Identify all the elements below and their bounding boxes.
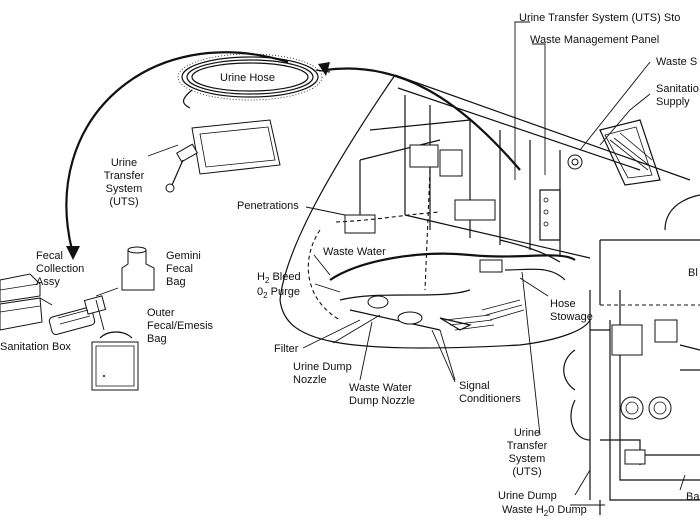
label-uts-stowage: Urine Transfer System (UTS) Sto	[519, 12, 681, 24]
waste-h-text: Waste H	[502, 504, 544, 516]
emesis-bag-icon	[91, 331, 139, 391]
label-waste-water: Waste Water	[323, 246, 386, 258]
label-filter: Filter	[274, 343, 299, 355]
label-waste-water-dump-nozzle: Waste Water Dump Nozzle	[349, 382, 416, 407]
fecal-bag-icon	[48, 295, 107, 335]
label-bl: Bl	[688, 267, 698, 279]
label-sanitation-box: Sanitation Box	[0, 341, 71, 353]
label-gemini-fecal-bag: Gemini Fecal Bag	[166, 250, 201, 288]
plumbing-panel-icon	[563, 290, 700, 515]
h2o-subscript: 2	[543, 509, 549, 518]
label-uts-bottom: Urine Transfer System (UTS)	[506, 427, 548, 478]
urine-bag-icon	[147, 119, 281, 193]
label-fecal-collection-assy: Fecal Collection Assy	[36, 250, 85, 288]
coiled-hose-icon	[177, 53, 331, 109]
label-outer-fecal-emesis-bag: Outer Fecal/Emesis Bag	[147, 307, 214, 345]
o2-subscript: 2	[263, 291, 268, 300]
o2-prefix: 0	[257, 286, 264, 298]
h2-bleed-text: Bleed	[272, 271, 301, 283]
label-ba: Ba	[686, 491, 700, 503]
label-sanitation-supply: Sanitatio Supply	[656, 83, 699, 108]
o2-purge-text: Purge	[270, 286, 300, 298]
label-urine-hose: Urine Hose	[220, 72, 276, 84]
arrow-hose-to-panel	[324, 67, 521, 171]
label-urine-dump-nozzle: Urine Dump Nozzle	[293, 361, 352, 386]
arrow-uts-to-fecal	[65, 51, 289, 251]
spacecraft-cutaway-icon	[279, 74, 700, 349]
sanitation-box-icon	[0, 273, 53, 331]
h2-subscript: 2	[264, 276, 270, 285]
label-uts-left: Urine Transfer System (UTS)	[103, 157, 145, 208]
h2-prefix: H	[257, 271, 265, 283]
label-h2-bleed: H2 Bleed	[257, 271, 301, 285]
label-penetrations: Penetrations	[237, 200, 299, 212]
waste-dump-tail: 0 Dump	[548, 504, 587, 516]
label-waste-management-panel: Waste Management Panel	[530, 34, 660, 46]
gemini-fecal-bag-icon	[95, 246, 155, 331]
label-hose-stowage: Hose Stowage	[550, 298, 593, 323]
label-urine-dump: Urine Dump	[498, 490, 557, 502]
label-waste-stowage: Waste S	[656, 56, 698, 68]
label-o2-purge: 02 Purge	[257, 286, 300, 300]
label-signal-conditioners: Signal Conditioners	[459, 380, 521, 405]
arrow-head-down-icon	[66, 246, 80, 260]
arrow-head-left-icon	[318, 62, 330, 76]
label-waste-h2o-dump: Waste H20 Dump	[502, 504, 587, 518]
